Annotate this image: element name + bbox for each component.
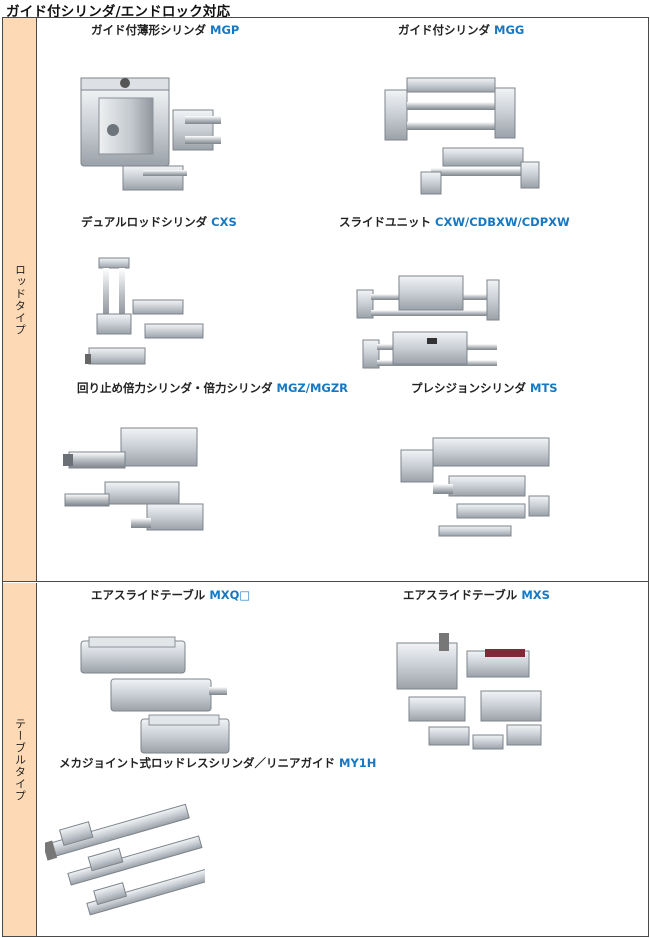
product-photo-mxq[interactable] [75, 631, 235, 761]
product-title-cxs[interactable]: デュアルロッドシリンダ CXS [81, 215, 237, 229]
row-table-type: テーブルタイプ エアスライドテーブル MXQ□ エアスライドテーブル MXS [3, 583, 648, 936]
model-code: MGP [210, 23, 240, 37]
product-title-mgg[interactable]: ガイド付シリンダ MGG [398, 23, 525, 37]
product-title-my1h[interactable]: メカジョイント式ロッドレスシリンダ／リニアガイド MY1H [59, 756, 377, 770]
row-rod-type: ロッドタイプ ガイド付薄形シリンダ MGP ガイド付シリンダ [3, 18, 648, 582]
product-photo-mgz[interactable] [61, 422, 211, 546]
row-label: ロッドタイプ [13, 263, 27, 336]
model-code: MXQ□ [209, 588, 251, 602]
model-code: MTS [530, 381, 558, 395]
product-photo-mgg[interactable] [381, 68, 551, 203]
product-title-cxw[interactable]: スライドユニット CXW/CDBXW/CDPXW [339, 215, 570, 229]
product-photo-mgp[interactable] [73, 70, 243, 200]
product-photo-my1h[interactable] [45, 795, 205, 925]
page-title: ガイド付シリンダ/エンドロック対応 [6, 4, 231, 20]
row-label-cell: テーブルタイプ [3, 583, 37, 936]
product-title-mgz[interactable]: 回り止め倍力シリンダ・倍力シリンダ MGZ/MGZR [77, 381, 349, 395]
product-title-mxq[interactable]: エアスライドテーブル MXQ□ [91, 588, 251, 602]
product-title-mts[interactable]: プレシジョンシリンダ MTS [411, 381, 558, 395]
model-code: MY1H [339, 756, 377, 770]
catalog-table: ロッドタイプ ガイド付薄形シリンダ MGP ガイド付シリンダ [2, 17, 649, 937]
model-code: MXS [521, 588, 550, 602]
product-title-mgp[interactable]: ガイド付薄形シリンダ MGP [91, 23, 240, 37]
row-label-cell: ロッドタイプ [3, 18, 37, 581]
row-label: テーブルタイプ [13, 717, 27, 802]
product-photo-mxs[interactable] [389, 627, 549, 761]
product-photo-cxw[interactable] [353, 256, 503, 384]
model-code: CXW/CDBXW/CDPXW [435, 215, 570, 229]
model-code: MGG [494, 23, 525, 37]
product-title-mxs[interactable]: エアスライドテーブル MXS [403, 588, 550, 602]
product-photo-cxs[interactable] [79, 254, 209, 372]
model-code: CXS [211, 215, 237, 229]
model-code: MGZ/MGZR [276, 381, 349, 395]
product-photo-mts[interactable] [397, 422, 557, 546]
